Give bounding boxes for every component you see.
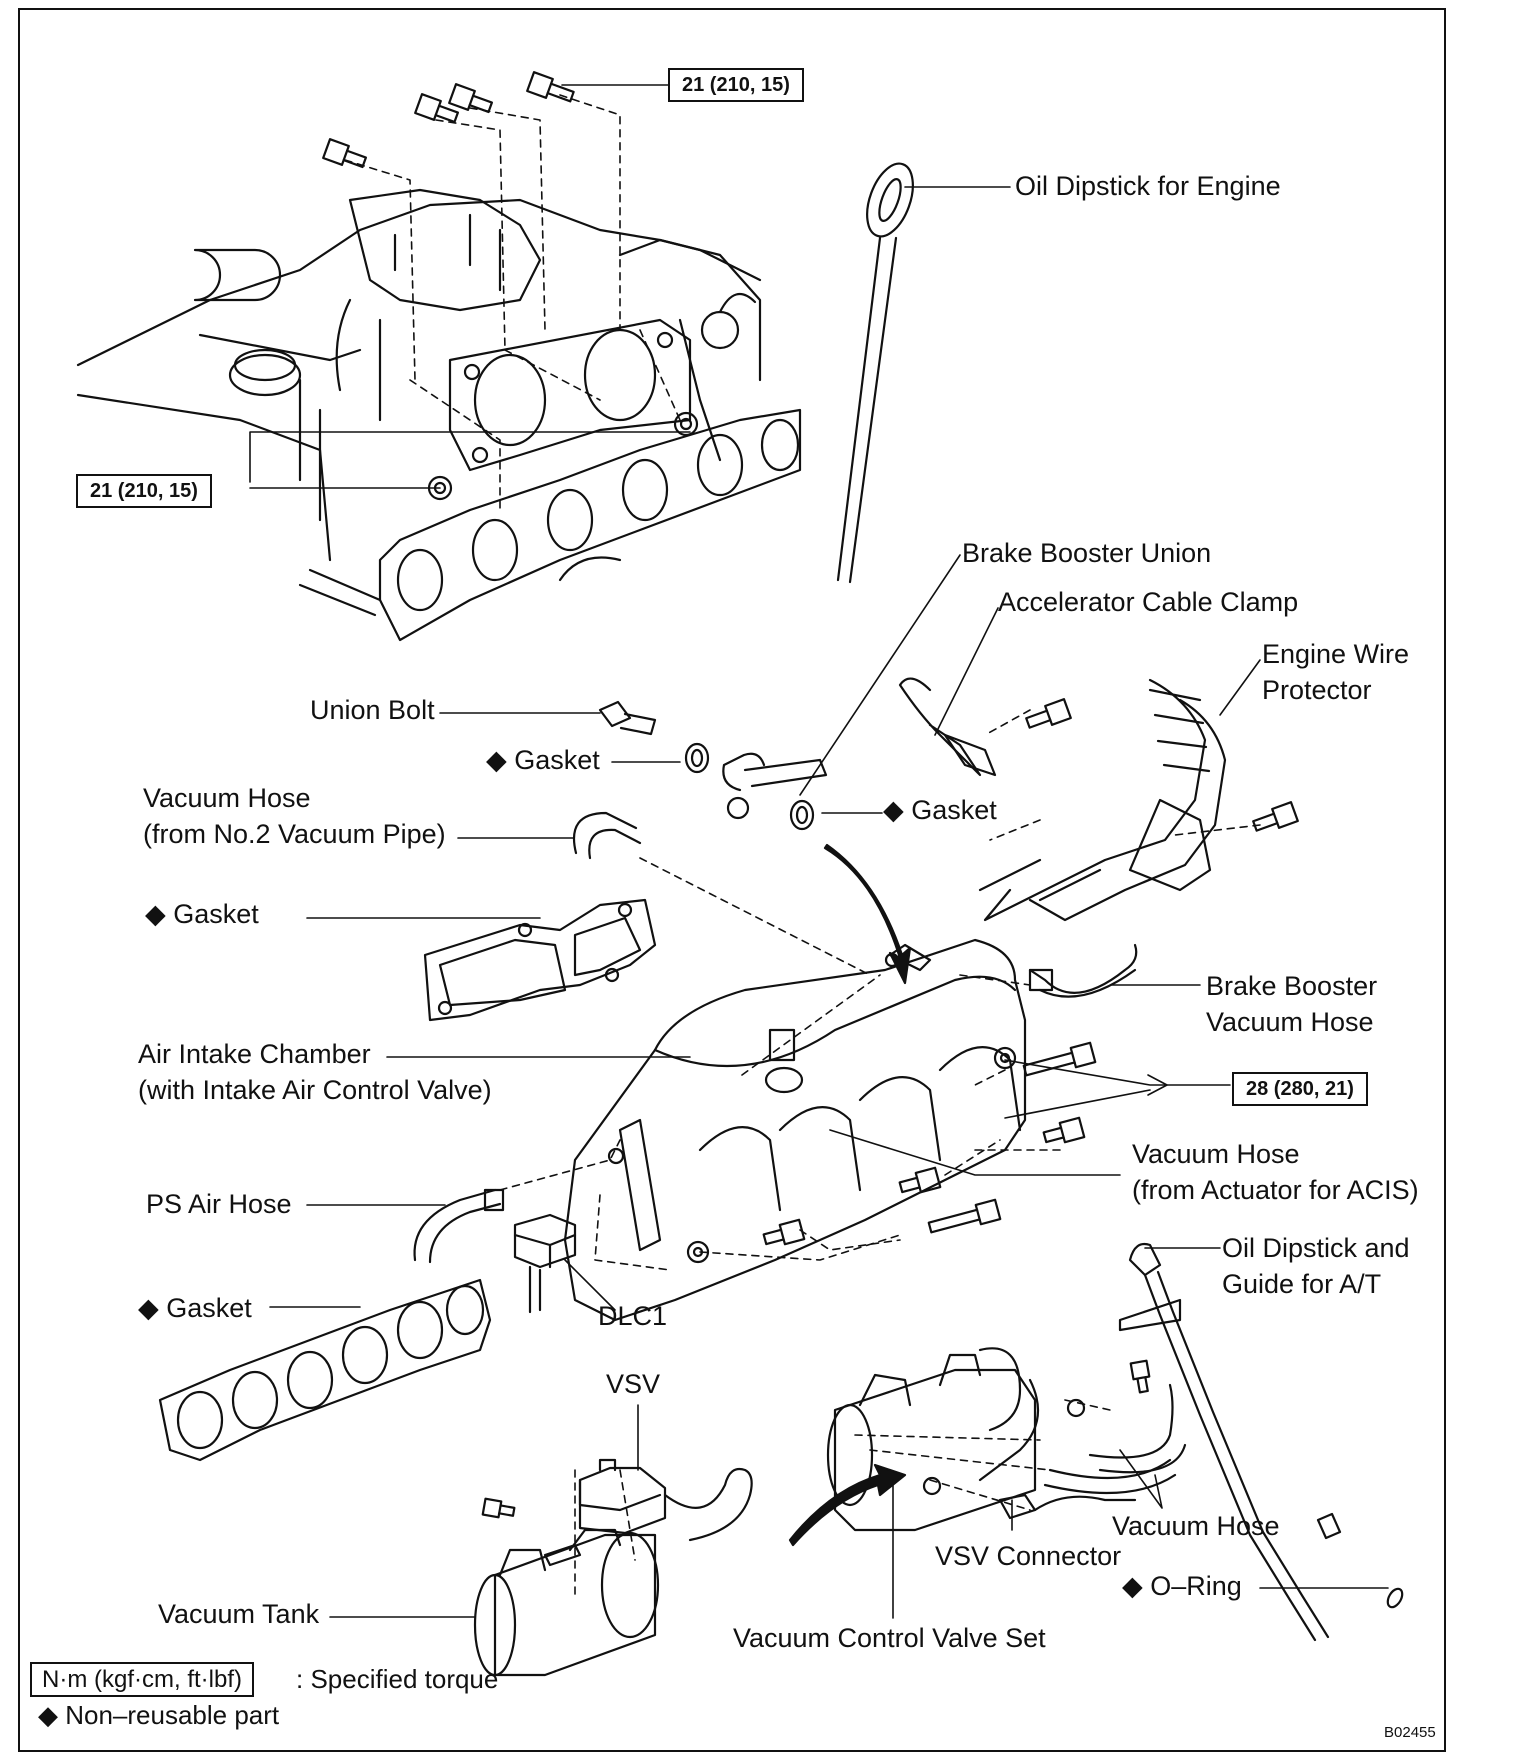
chamber-gasket bbox=[423, 898, 657, 1022]
dashed-guides bbox=[344, 94, 1261, 1601]
vacuum-hoses-lower bbox=[1043, 1383, 1187, 1495]
oil-dipstick-engine bbox=[836, 162, 914, 584]
label-brake-booster-vacuum-hose-line2: Vacuum Hose bbox=[1206, 1007, 1374, 1037]
leader-lines bbox=[249, 84, 1389, 1619]
label-accelerator-cable-clamp: Accelerator Cable Clamp bbox=[998, 587, 1299, 617]
vacuum-hose-no2 bbox=[572, 811, 642, 860]
torque-spec-chamber: 28 (280, 21) bbox=[1232, 1072, 1368, 1106]
label-oil-dipstick-at-line2: Guide for A/T bbox=[1222, 1269, 1382, 1299]
label-oil-dipstick-engine: Oil Dipstick for Engine bbox=[1015, 171, 1281, 201]
label-vacuum-hose-no2-line2: (from No.2 Vacuum Pipe) bbox=[143, 819, 446, 849]
label-brake-booster-vacuum-hose-line1: Brake Booster bbox=[1206, 971, 1378, 1001]
vacuum-control-valve-set bbox=[826, 1347, 1137, 1532]
label-vacuum-hose-acis-line2: (from Actuator for ACIS) bbox=[1132, 1175, 1419, 1205]
label-air-intake-chamber-line1: Air Intake Chamber bbox=[138, 1039, 371, 1069]
label-brake-booster-union: Brake Booster Union bbox=[962, 538, 1212, 568]
torque-spec-top: 21 (210, 15) bbox=[668, 68, 804, 102]
label-vsv-connector: VSV Connector bbox=[935, 1541, 1122, 1571]
legend-torque-unit: N·m (kgf·cm, ft·lbf) bbox=[30, 1662, 254, 1698]
install-arrows bbox=[788, 843, 912, 1547]
label-engine-wire-protector-line1: Engine Wire bbox=[1262, 639, 1410, 669]
oil-dipstick-at bbox=[1118, 1242, 1404, 1642]
manifold-gasket bbox=[158, 1278, 492, 1462]
label-engine-wire-protector-line2: Protector bbox=[1262, 675, 1372, 705]
label-vacuum-hose: Vacuum Hose bbox=[1112, 1511, 1280, 1541]
legend-torque-text: : Specified torque bbox=[296, 1664, 499, 1694]
label-vacuum-control-valve-set: Vacuum Control Valve Set bbox=[733, 1623, 1046, 1653]
dlc1-connector bbox=[513, 1213, 577, 1314]
diagram-frame bbox=[18, 8, 1446, 1752]
union-parts bbox=[598, 700, 828, 831]
figure-id: B02455 bbox=[1384, 1724, 1436, 1741]
label-dlc1: DLC1 bbox=[598, 1301, 668, 1331]
label-vacuum-hose-no2-line1: Vacuum Hose bbox=[143, 783, 311, 813]
label-gasket-manifold: ◆ Gasket bbox=[138, 1293, 252, 1323]
label-oil-dipstick-at-line1: Oil Dipstick and bbox=[1222, 1233, 1410, 1263]
engine-block bbox=[76, 188, 762, 562]
label-air-intake-chamber-line2: (with Intake Air Control Valve) bbox=[138, 1075, 492, 1105]
torque-spec-left: 21 (210, 15) bbox=[76, 474, 212, 508]
vsv-part bbox=[578, 1458, 753, 1542]
brake-booster-vacuum-hose bbox=[1028, 943, 1138, 998]
label-vacuum-tank: Vacuum Tank bbox=[158, 1599, 320, 1629]
engine-wire-protector bbox=[978, 678, 1299, 922]
label-vsv: VSV bbox=[606, 1369, 661, 1399]
label-union-bolt: Union Bolt bbox=[310, 695, 435, 725]
vacuum-tank bbox=[473, 1497, 660, 1677]
label-ps-air-hose: PS Air Hose bbox=[146, 1189, 292, 1219]
label-gasket-chamber: ◆ Gasket bbox=[145, 899, 259, 929]
label-gasket-booster: ◆ Gasket bbox=[883, 795, 997, 825]
ps-air-hose bbox=[413, 1188, 505, 1264]
head-port-row bbox=[298, 408, 802, 642]
legend-nonreusable-text: ◆ Non–reusable part bbox=[38, 1700, 280, 1730]
label-gasket-union: ◆ Gasket bbox=[486, 745, 600, 775]
label-o-ring: ◆ O–Ring bbox=[1122, 1571, 1242, 1601]
air-intake-chamber bbox=[563, 938, 1097, 1322]
label-vacuum-hose-acis-line1: Vacuum Hose bbox=[1132, 1139, 1300, 1169]
throttle-flange bbox=[448, 318, 692, 472]
accelerator-cable-clamp bbox=[898, 677, 1072, 777]
